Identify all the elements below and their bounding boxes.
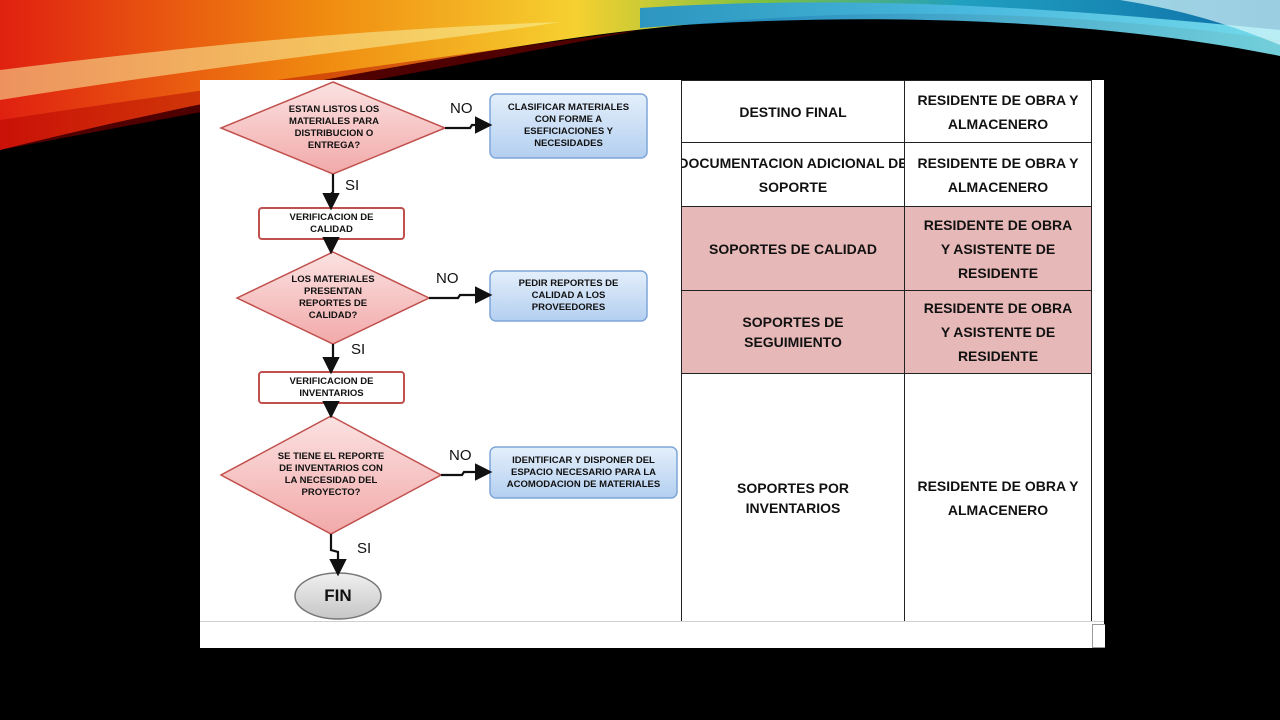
- responsible-cell: RESIDENTE DE OBRA Y ALMACENERO: [904, 142, 1092, 207]
- action-classify-text: CLASIFICAR MATERIALES CON FORME A ESEFIC…: [507, 102, 630, 149]
- no-label: NO: [436, 270, 459, 287]
- decision-inventory-text: SE TIENE EL REPORTE DE INVENTARIOS CON L…: [277, 451, 385, 498]
- no-connector: [441, 463, 493, 481]
- yes-label: SI: [345, 177, 360, 194]
- table-row: SOPORTES DE SEGUIMIENTO RESIDENTE DE OBR…: [681, 290, 1092, 374]
- no-label: NO: [449, 447, 472, 464]
- flowchart: [219, 81, 678, 620]
- yes-label: SI: [351, 341, 366, 358]
- no-connector: [445, 116, 493, 134]
- process-quality-text: VERIFICACION DE CALIDAD: [289, 211, 374, 235]
- responsible-cell: RESIDENTE DE OBRA Y ALMACENERO: [904, 80, 1092, 143]
- process-inventory-text: VERIFICACION DE INVENTARIOS: [289, 375, 374, 399]
- responsible-cell: RESIDENTE DE OBRA Y ASISTENTE DE RESIDEN…: [904, 206, 1092, 291]
- table-row: SOPORTES POR INVENTARIOS RESIDENTE DE OB…: [681, 373, 1092, 622]
- action-request-reports-text: PEDIR REPORTES DE CALIDAD A LOS PROVEEDO…: [518, 278, 619, 313]
- yes-label: SI: [357, 540, 372, 557]
- document-cell: SOPORTES DE CALIDAD: [681, 206, 905, 291]
- document-cell: DESTINO FINAL: [681, 80, 905, 143]
- yes-connector: [329, 534, 347, 577]
- document-cell: DOCUMENTACION ADICIONAL DE SOPORTE: [681, 142, 905, 207]
- no-connector: [429, 286, 493, 304]
- table-row: DESTINO FINAL RESIDENTE DE OBRA Y ALMACE…: [681, 80, 1092, 143]
- responsibility-table: DESTINO FINAL RESIDENTE DE OBRA Y ALMACE…: [681, 80, 1092, 622]
- no-label: NO: [450, 100, 473, 117]
- document-cell: SOPORTES DE SEGUIMIENTO: [681, 290, 905, 374]
- table-row: DOCUMENTACION ADICIONAL DE SOPORTE RESID…: [681, 142, 1092, 207]
- yes-connector: [322, 174, 340, 211]
- yes-connector: [322, 344, 340, 375]
- divider: [200, 621, 1104, 622]
- document-cell: SOPORTES POR INVENTARIOS: [681, 373, 905, 622]
- table-row: SOPORTES DE CALIDAD RESIDENTE DE OBRA Y …: [681, 206, 1092, 291]
- content-panel: ESTAN LISTOS LOS MATERIALES PARA DISTRIB…: [200, 80, 1105, 648]
- decision-quality-text: LOS MATERIALES PRESENTAN REPORTES DE CAL…: [291, 274, 375, 321]
- decision-ready-text: ESTAN LISTOS LOS MATERIALES PARA DISTRIB…: [288, 104, 380, 151]
- responsible-cell: RESIDENTE DE OBRA Y ASISTENTE DE RESIDEN…: [904, 290, 1092, 374]
- action-identify-space-text: IDENTIFICAR Y DISPONER DEL ESPACIO NECES…: [506, 454, 661, 490]
- scroll-corner: [1092, 624, 1105, 648]
- terminal-text: FIN: [324, 586, 352, 605]
- responsible-cell: RESIDENTE DE OBRA Y ALMACENERO: [904, 373, 1092, 622]
